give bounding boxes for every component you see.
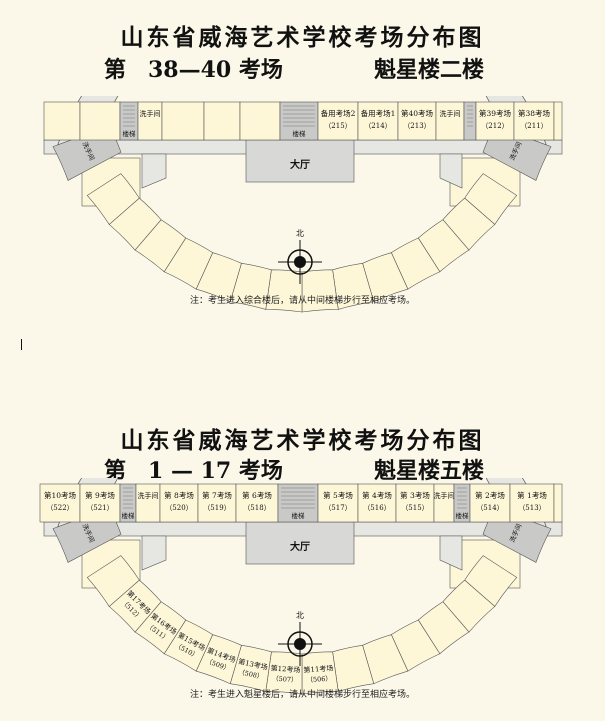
top-room-code: （211） — [520, 122, 547, 130]
bottom-hall — [245, 521, 355, 565]
bottom-stair-7 — [277, 483, 319, 523]
top-room-8 — [317, 101, 359, 141]
top-room-0 — [43, 101, 81, 141]
top-room-5 — [203, 101, 241, 141]
bottom-room-6 — [235, 483, 279, 523]
top-room-label: 备用考场2 — [321, 108, 356, 118]
bottom-title: 山东省威海艺术学校考场分布图 — [120, 427, 485, 454]
bottom-room-15 — [553, 483, 563, 523]
top-room-14 — [513, 101, 555, 141]
top-wash-3 — [137, 101, 163, 141]
bottom-room-code: （513） — [518, 504, 545, 512]
bottom-room-label: 第 3考场 — [400, 490, 430, 500]
top-stair-label: 楼梯 — [123, 129, 137, 138]
top-hall-label: 大厅 — [290, 158, 310, 171]
bottom-room-code: （522） — [46, 504, 73, 512]
top-wash-11 — [435, 101, 465, 141]
divider-mark — [21, 339, 22, 350]
bottom-room-label: 第 8考场 — [164, 490, 194, 500]
top-washroom-label: 洗手间 — [440, 109, 461, 118]
bottom-room-8 — [317, 483, 359, 523]
bottom-room-label: 第 4考场 — [362, 490, 392, 500]
bottom-subtitle-rooms: 第 1 — 17 考场 — [104, 458, 283, 484]
bottom-arc-room-label: 第11考场 — [303, 663, 333, 674]
bottom-arc-room-label: 第12考场 — [270, 663, 300, 674]
top-note: 注：考生进入综合楼后，请从中间楼梯步行至相应考场。 — [190, 296, 416, 306]
bottom-stair-label: 楼梯 — [292, 511, 306, 520]
bottom-room-label: 第10考场 — [44, 490, 77, 500]
top-stair-label: 楼梯 — [293, 129, 307, 138]
top-room-code: （214） — [364, 122, 391, 130]
top-room-label: 第38考场 — [518, 108, 551, 118]
top-north-label: 北 — [296, 229, 304, 238]
bottom-room-10 — [395, 483, 435, 523]
bottom-room-code: （521） — [86, 504, 113, 512]
bottom-room-label: 第 1考场 — [517, 490, 547, 500]
top-room-15 — [553, 101, 563, 141]
bottom-room-label: 第 5考场 — [323, 490, 353, 500]
bottom-subtitle-building: 魁星楼五楼 — [374, 458, 485, 484]
top-room-10 — [397, 101, 437, 141]
bottom-room-code: （516） — [363, 504, 390, 512]
bottom-room-code: （514） — [476, 504, 503, 512]
bottom-room-0 — [39, 483, 81, 523]
top-room-label: 第40考场 — [401, 108, 434, 118]
bottom-room-9 — [357, 483, 397, 523]
top-room-1 — [79, 101, 121, 141]
bottom-arc-room-code: （506） — [306, 674, 332, 684]
bottom-wash-11 — [433, 483, 455, 523]
bottom-room-4 — [159, 483, 199, 523]
bottom-room-label: 第 9考场 — [85, 490, 115, 500]
bottom-room-code: （515） — [401, 504, 428, 512]
bottom-note: 注：考生进入魁星楼后，请从中间楼梯步行至相应考场。 — [190, 690, 416, 700]
top-room-9 — [357, 101, 399, 141]
bottom-washroom-label: 洗手间 — [138, 491, 159, 500]
top-room-label: 第39考场 — [479, 108, 512, 118]
bottom-connector-left — [141, 535, 167, 571]
bottom-arc-room-code: （507） — [272, 674, 298, 684]
top-floor-plan: 楼梯 洗手间楼梯 备用考场2 （215） 备用考场1 （214） 第40考场 （213） 洗手间… — [0, 96, 605, 316]
top-room-6 — [239, 101, 281, 141]
top-arc-room — [86, 173, 140, 225]
top-connector-left — [141, 153, 167, 189]
bottom-room-14 — [509, 483, 555, 523]
top-room-4 — [161, 101, 205, 141]
bottom-room-label: 第 2考场 — [475, 490, 505, 500]
top-room-code: （215） — [324, 122, 351, 130]
bottom-room-label: 第 6考场 — [242, 490, 272, 500]
bottom-stair-label: 楼梯 — [122, 511, 136, 520]
top-room-code: （213） — [403, 122, 430, 130]
bottom-connector-right — [439, 535, 463, 571]
top-room-code: （212） — [481, 122, 508, 130]
bottom-stair-label: 楼梯 — [456, 511, 470, 520]
bottom-room-13 — [469, 483, 511, 523]
bottom-arc-room — [86, 555, 140, 607]
top-room-label: 备用考场1 — [361, 108, 396, 118]
bottom-wash-3 — [135, 483, 161, 523]
bottom-washroom-label: 洗手间 — [434, 491, 455, 500]
bottom-north-label: 北 — [296, 611, 304, 620]
top-hall — [245, 139, 355, 183]
top-connector-right — [439, 153, 463, 189]
bottom-hall-label: 大厅 — [290, 540, 310, 553]
top-title: 山东省威海艺术学校考场分布图 — [120, 24, 485, 51]
bottom-room-label: 第 7考场 — [202, 490, 232, 500]
top-stair-12 — [463, 101, 477, 141]
bottom-room-code: （520） — [165, 504, 192, 512]
top-washroom-label: 洗手间 — [140, 109, 161, 118]
bottom-room-code: （519） — [203, 504, 230, 512]
bottom-floor-plan: 第10考场（522）第 9考场（521）楼梯洗手间第 8考场（520）第 7考场… — [0, 478, 605, 698]
bottom-room-5 — [197, 483, 237, 523]
top-subtitle-building: 魁星楼二楼 — [374, 57, 485, 83]
bottom-room-1 — [79, 483, 121, 523]
top-subtitle-rooms: 第 38—40 考场 — [104, 57, 283, 83]
top-room-13 — [475, 101, 515, 141]
bottom-room-code: （518） — [243, 504, 270, 512]
bottom-room-code: （517） — [324, 504, 351, 512]
